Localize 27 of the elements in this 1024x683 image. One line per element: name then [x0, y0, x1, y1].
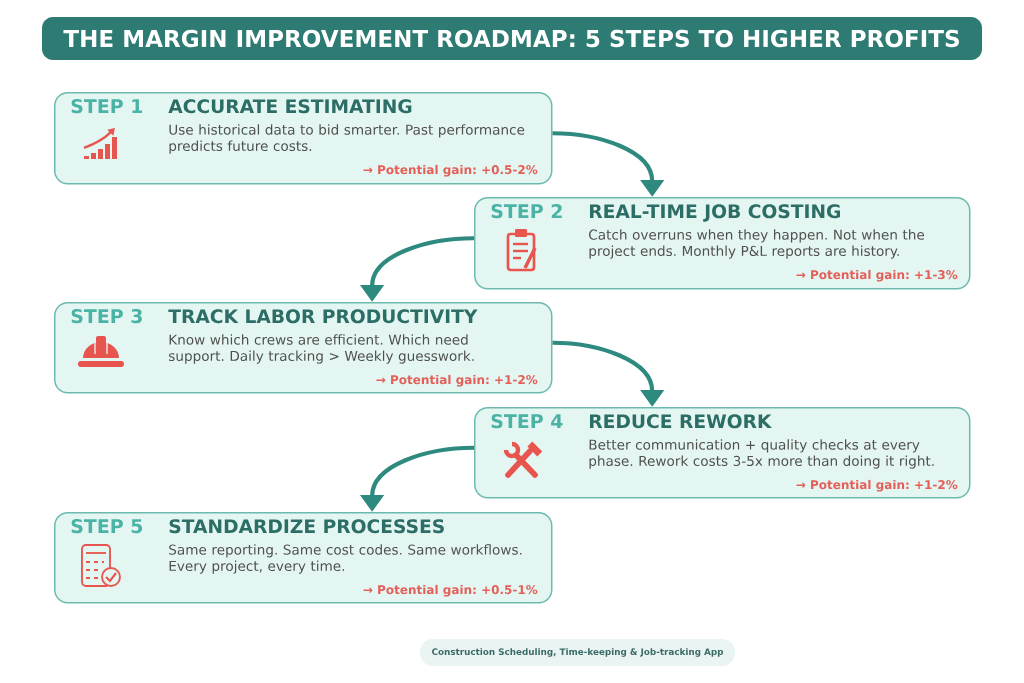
- step-title: STANDARDIZE PROCESSES: [169, 519, 444, 534]
- gain-note: → Potential gain: +1-2%: [376, 374, 538, 387]
- gain-note: → Potential gain: +1-3%: [796, 269, 958, 282]
- step-number: STEP 4: [491, 413, 563, 429]
- step-box: [54, 302, 553, 394]
- step-description: Same reporting. Same cost codes. Same workflows. Every project, every time.: [169, 544, 522, 574]
- step-title: REDUCE REWORK: [590, 414, 772, 429]
- step-number: STEP 2: [491, 203, 562, 219]
- step-number: STEP 1: [71, 98, 143, 114]
- gain-note: → Potential gain: +0.5-2%: [363, 164, 538, 177]
- step-description: Better communication + quality checks at every phase. Rework costs 3-5x more than doing it right.: [589, 439, 934, 469]
- step-number: STEP 5: [71, 518, 143, 534]
- step-description: Catch overruns when they happen. Not when the project ends. Monthly P&L reports are history.: [589, 229, 925, 259]
- title-banner: THE MARGIN IMPROVEMENT ROADMAP: 5 STEPS TO HIGHER PROFITS: [42, 17, 982, 60]
- gain-note: → Potential gain: +1-2%: [796, 479, 958, 492]
- step-description: Use historical data to bid smarter. Past performance predicts future costs.: [169, 124, 525, 154]
- step-number: STEP 3: [71, 308, 142, 324]
- gain-note: → Potential gain: +0.5-1%: [363, 584, 538, 597]
- step-title: ACCURATE ESTIMATING: [168, 99, 412, 114]
- step-box: [474, 197, 971, 290]
- step-box: [54, 512, 553, 604]
- step-box: [54, 92, 553, 185]
- step-box: [474, 407, 971, 499]
- step-title: REAL-TIME JOB COSTING: [590, 204, 840, 222]
- tagline-pill: Construction Scheduling, Time-keeping & Job-tracking App: [420, 639, 735, 666]
- step-title: TRACK LABOR PRODUCTIVITY: [168, 309, 478, 324]
- step-description: Know which crews are efficient. Which need support. Daily tracking > Weekly guesswork.: [169, 334, 474, 364]
